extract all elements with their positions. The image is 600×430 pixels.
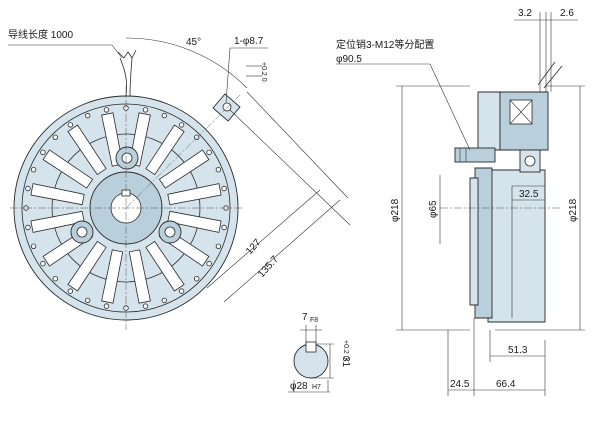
hole-tol: +0.2 0 [260,62,267,82]
vent-hole [84,297,91,304]
key-width-tol: F8 [310,317,318,324]
key-height: 31 [340,356,351,368]
vent-hole [221,185,227,192]
radial-slot [101,249,124,304]
vent-hole [142,303,149,309]
radial-slot [145,124,185,176]
radial-slot [67,124,107,176]
radial-slot [145,240,185,292]
hole-label: 1-φ8.7 [234,36,264,47]
radial-slot [128,249,151,304]
keyway-detail: 7 F8 31 +0.2 0 φ28 H7 [288,312,351,393]
bore-dia: φ28 [290,381,308,392]
vent-hole [206,149,212,156]
vent-hole [178,122,185,128]
vent-hole [40,260,46,267]
radial-slots [30,112,222,304]
radial-slot [30,210,85,233]
pins-label: 定位销3-M12等分配置 [336,38,434,51]
dim-24-5: 24.5 [450,379,470,390]
dim-2-6: 2.6 [560,8,574,19]
angle-label: 45° [186,37,201,48]
vent-hole [193,276,200,282]
dia-218-right: φ218 [568,198,579,222]
vent-hole [67,122,74,128]
vent-hole [25,224,31,231]
dia-65: φ65 [428,200,439,218]
dim-51-3: 51.3 [508,345,528,356]
vent-hole [67,288,74,294]
vent-hole [40,149,46,156]
vent-hole [52,276,58,282]
dim-32-5: 32.5 [519,189,539,200]
vent-hole [178,288,185,294]
radial-slot [67,240,107,292]
dim-3-2: 3.2 [518,8,532,19]
mount-hole [222,102,232,112]
lead-length-label: 导线长度 1000 [8,28,73,41]
dim-66-4: 66.4 [496,379,516,390]
dia-218-left: φ218 [390,198,401,222]
vent-hole [206,260,212,267]
vent-hole [103,107,110,113]
bore-tol: H7 [312,384,321,391]
vent-hole [215,166,222,173]
dim-127: 127 [244,237,264,257]
vent-hole [30,166,37,173]
vent-hole [142,107,149,113]
vent-hole [52,134,58,140]
front-view: 45° 导线长度 1000 1-φ8.7 +0.2 0 127 135.7 [8,28,351,330]
vent-hole [193,134,200,140]
vent-hole [84,112,91,119]
vent-hole [25,185,31,192]
vent-hole [103,303,110,309]
radial-slot [167,183,222,206]
locating-pins [70,146,182,244]
vent-hole [161,297,167,304]
dim-135-7: 135.7 [256,254,281,280]
radial-slot [167,210,222,233]
key-height-tol: +0.2 0 [342,340,349,360]
side-view: φ218 φ65 定位销3-M12等分配置 φ90.5 φ218 3.2 2.6… [336,8,585,396]
key-width: 7 [302,312,308,323]
dia-90-5: φ90.5 [336,54,362,65]
radial-slot [158,149,210,189]
radial-slot [42,149,94,189]
vent-hole [30,243,37,249]
pin [454,147,496,163]
vent-hole [161,112,167,119]
vent-hole [215,243,222,249]
vent-hole [221,224,227,231]
radial-slot [30,183,85,206]
